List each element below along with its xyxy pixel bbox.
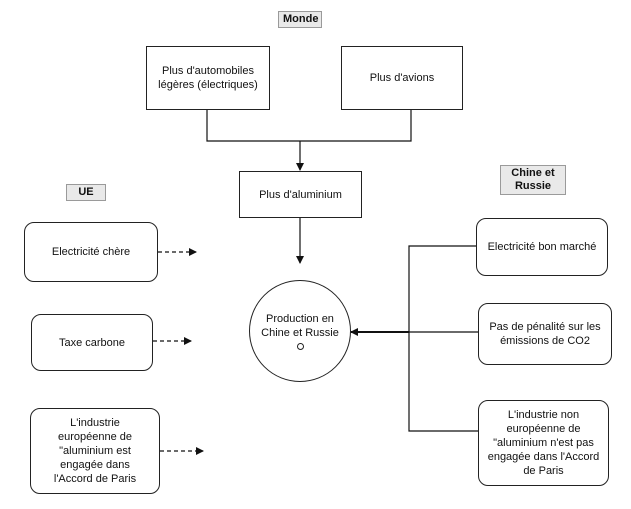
node-cr-electricite: Electricité bon marché bbox=[476, 218, 608, 276]
node-ue-taxe: Taxe carbone bbox=[31, 314, 153, 371]
tag-chine-russie: Chine et Russie bbox=[500, 165, 566, 195]
node-production-label: Production en Chine et Russie bbox=[261, 313, 339, 339]
node-automobiles: Plus d'automobiles légères (électriques) bbox=[146, 46, 270, 110]
node-cr-electricite-label: Electricité bon marché bbox=[487, 241, 597, 253]
node-ue-taxe-label: Taxe carbone bbox=[58, 336, 126, 349]
node-cr-industrie: L'industrie non européenne de "aluminium… bbox=[478, 400, 609, 486]
node-production: Production en Chine et Russie bbox=[249, 280, 351, 382]
node-ue-electricite-label: Electricité chère bbox=[51, 246, 131, 258]
node-aluminium-label: Plus d'aluminium bbox=[259, 188, 342, 201]
node-avions-label: Plus d'avions bbox=[369, 72, 435, 84]
connector-cr-bracket bbox=[408, 245, 478, 432]
node-aluminium: Plus d'aluminium bbox=[239, 171, 362, 218]
tag-monde: Monde bbox=[278, 11, 322, 28]
connector-automobiles-to-aluminium bbox=[206, 110, 412, 142]
node-cr-penalite: Pas de pénalité sur les émissions de CO2 bbox=[478, 303, 612, 365]
node-ue-industrie: L'industrie européenne de "aluminium est… bbox=[30, 408, 160, 494]
node-ue-industrie-label: L'industrie européenne de "aluminium est… bbox=[53, 417, 137, 485]
node-cr-industrie-label: L'industrie non européenne de "aluminium… bbox=[487, 409, 600, 477]
node-cr-penalite-label: Pas de pénalité sur les émissions de CO2 bbox=[489, 321, 601, 347]
node-avions: Plus d'avions bbox=[341, 46, 463, 110]
tag-ue: UE bbox=[66, 184, 106, 201]
node-ue-electricite: Electricité chère bbox=[24, 222, 158, 282]
node-automobiles-label: Plus d'automobiles légères (électriques) bbox=[158, 65, 258, 91]
circle-marker-icon bbox=[296, 343, 304, 350]
